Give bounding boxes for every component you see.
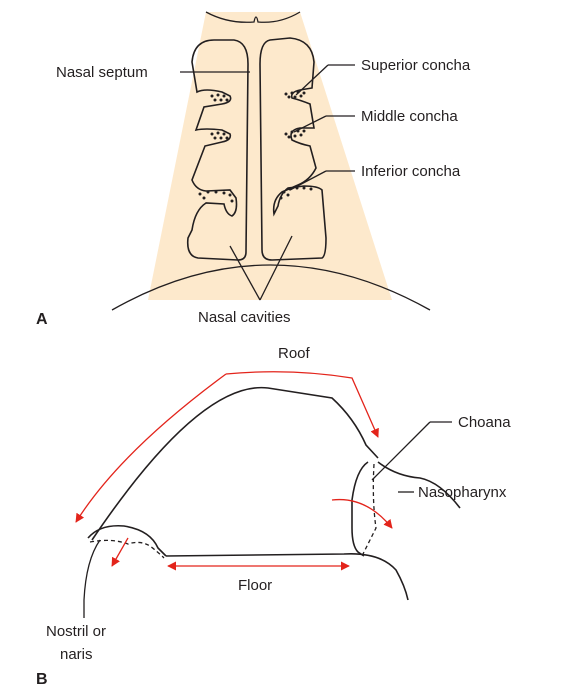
roof-arrow-back <box>226 372 378 437</box>
floor-line <box>166 554 408 600</box>
middle-concha-label: Middle concha <box>361 108 458 125</box>
nostril-label-line2: naris <box>60 646 93 663</box>
nostril-line <box>84 540 100 618</box>
floor-label: Floor <box>238 577 272 594</box>
background-wedge <box>148 12 392 300</box>
panel-a-letter: A <box>36 311 48 328</box>
nasal-septum-label: Nasal septum <box>56 64 148 81</box>
inferior-concha-label: Inferior concha <box>361 163 461 180</box>
superior-concha-label: Superior concha <box>361 57 471 74</box>
nasal-cavities-label: Nasal cavities <box>198 309 291 326</box>
cavity-outline <box>92 388 378 540</box>
choana-arrow <box>332 500 392 528</box>
nasopharynx-label: Nasopharynx <box>418 484 507 501</box>
roof-label: Roof <box>278 345 311 362</box>
panel-a-coronal-section: Nasal septum Superior concha Middle conc… <box>36 12 471 328</box>
choana-edge <box>352 462 368 556</box>
choana-leader <box>372 422 430 480</box>
choana-label: Choana <box>458 414 511 431</box>
nostril-dashed <box>90 540 164 558</box>
panel-b-letter: B <box>36 671 48 688</box>
nostril-label-line1: Nostril or <box>46 623 106 640</box>
roof-arrow-front <box>76 374 226 522</box>
panel-b-sagittal-section: Roof Choana Nasopharynx Floor Nostril or… <box>36 345 511 688</box>
